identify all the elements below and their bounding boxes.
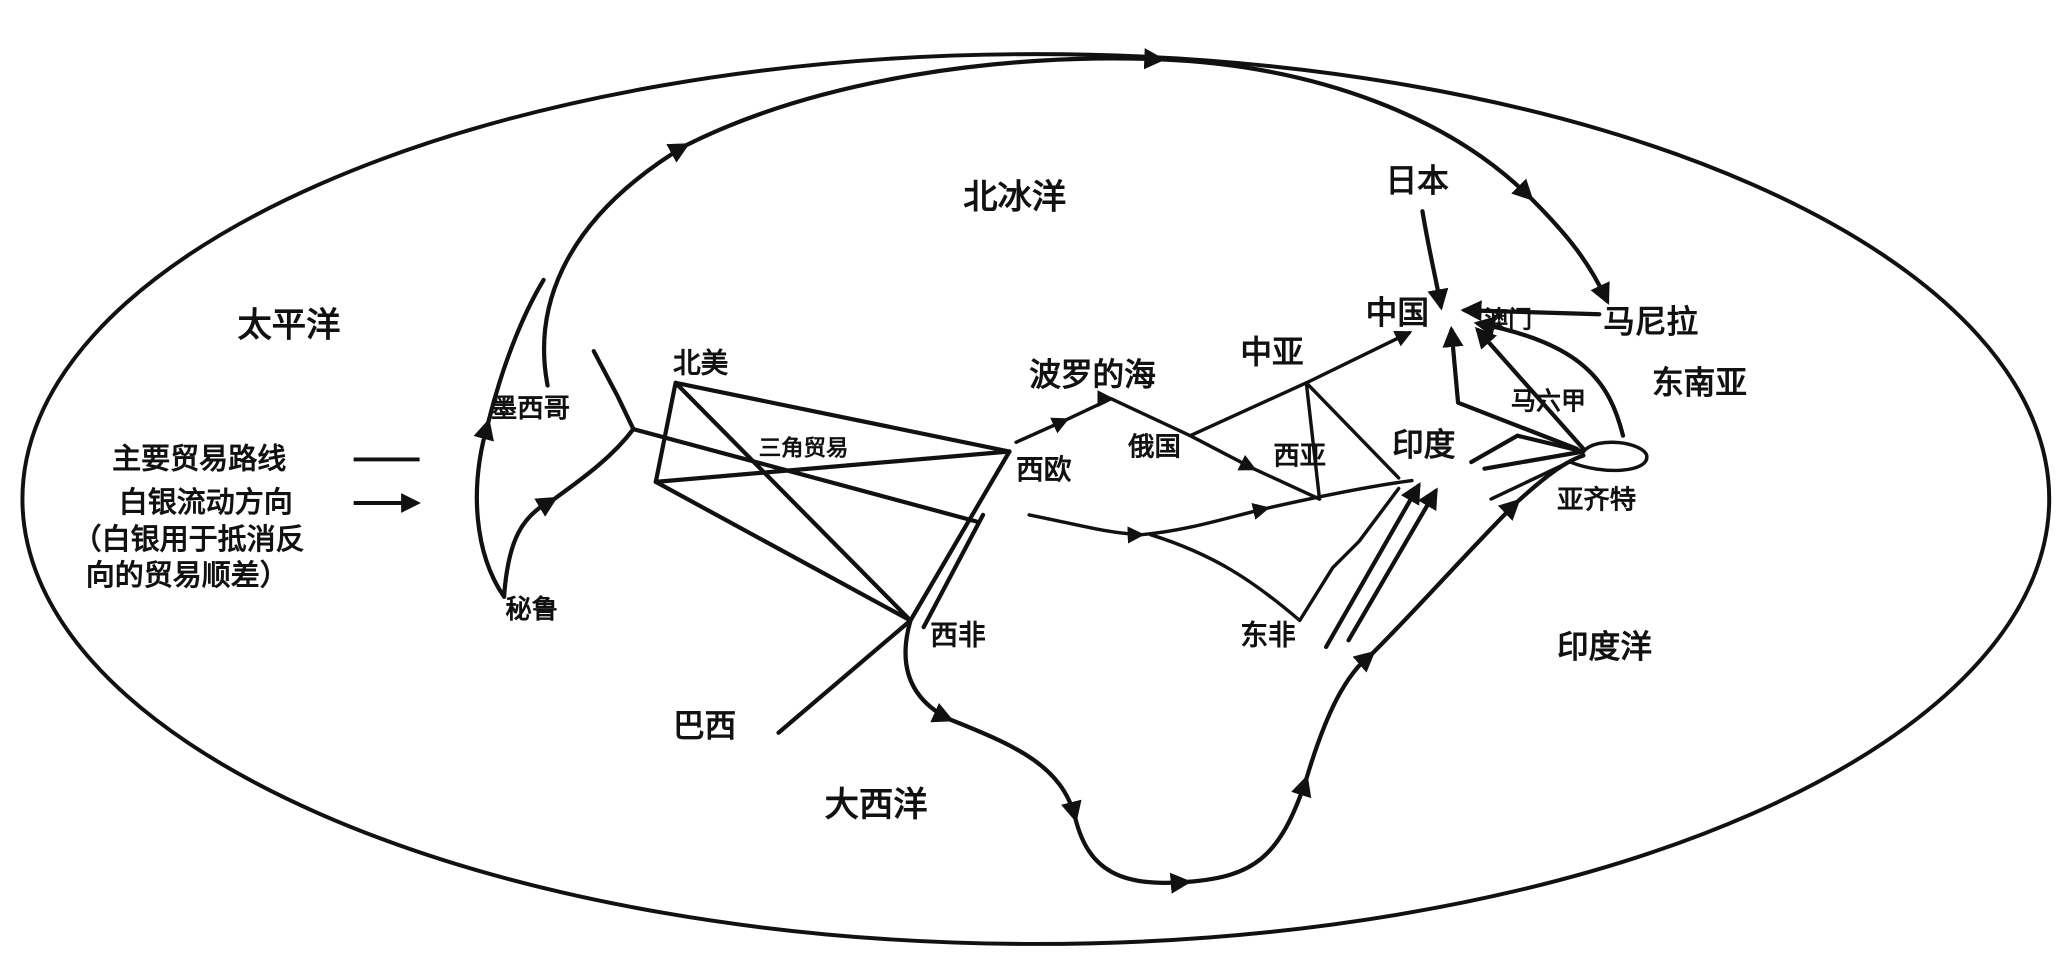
route-centralasia-india bbox=[1304, 381, 1401, 501]
label-aceh: 亚齐特 bbox=[1557, 484, 1636, 515]
route-mexico-junction bbox=[591, 349, 636, 432]
route-russia-centralasia bbox=[1188, 381, 1309, 438]
label-triangle-trade: 三角贸易 bbox=[759, 434, 849, 461]
route-russia-westasia bbox=[1188, 433, 1322, 501]
route-westeurope-baltic bbox=[1014, 390, 1192, 444]
label-russia: 俄国 bbox=[1127, 431, 1181, 462]
legend-silver-flow: 白银流动方向 bbox=[119, 485, 293, 519]
label-atlantic: 大西洋 bbox=[825, 785, 928, 825]
route-manila-china bbox=[1460, 300, 1602, 322]
label-brazil: 巴西 bbox=[673, 708, 736, 745]
route-mexico-manila bbox=[542, 48, 1610, 388]
route-cape-africa bbox=[903, 453, 1586, 894]
label-arctic: 北冰洋 bbox=[963, 178, 1066, 218]
route-malacca-china-arc bbox=[1473, 316, 1626, 438]
label-china: 中国 bbox=[1366, 294, 1429, 331]
southeast-asia-loop bbox=[1568, 440, 1649, 473]
label-indian: 印度洋 bbox=[1557, 628, 1652, 665]
route-centralasia-china bbox=[1304, 330, 1413, 385]
label-peru: 秘鲁 bbox=[505, 594, 558, 625]
route-eastafrica bbox=[1148, 486, 1401, 623]
label-west-africa: 西非 bbox=[930, 618, 986, 651]
label-mexico: 墨西哥 bbox=[491, 393, 570, 424]
label-pacific: 太平洋 bbox=[238, 306, 341, 346]
label-baltic: 波罗的海 bbox=[1029, 356, 1156, 393]
label-manila: 马尼拉 bbox=[1603, 304, 1698, 341]
label-india: 印度 bbox=[1392, 426, 1456, 463]
route-eastafrica-india bbox=[1324, 482, 1421, 650]
route-india-malacca bbox=[1469, 433, 1586, 471]
label-southeast-asia: 东南亚 bbox=[1652, 364, 1747, 401]
legend-note-1: （白银用于抵消反 bbox=[73, 522, 305, 556]
label-central-asia: 中亚 bbox=[1240, 334, 1303, 371]
route-europe-india-south bbox=[1027, 478, 1414, 544]
label-malacca: 马六甲 bbox=[1511, 385, 1586, 415]
label-japan: 日本 bbox=[1385, 162, 1449, 199]
route-japan-china bbox=[1420, 209, 1449, 311]
legend-note-2: 向的贸易顺差） bbox=[86, 558, 289, 592]
route-peru-junction bbox=[501, 426, 636, 599]
route-eastafrica-india-2 bbox=[1346, 487, 1438, 643]
legend: 主要贸易路线 白银流动方向 （白银用于抵消反 向的贸易顺差） bbox=[73, 442, 421, 592]
route-peru-mexico bbox=[473, 277, 546, 599]
route-aceh bbox=[1489, 463, 1566, 501]
legend-main-routes: 主要贸易路线 bbox=[112, 442, 286, 476]
route-malacca-china bbox=[1475, 326, 1586, 451]
route-india-china bbox=[1442, 325, 1579, 451]
label-east-africa: 东非 bbox=[1240, 618, 1296, 651]
label-west-europe: 西欧 bbox=[1016, 453, 1072, 486]
label-north-america: 北美 bbox=[673, 346, 729, 379]
label-west-asia: 西亚 bbox=[1273, 441, 1326, 472]
label-macau: 澳门 bbox=[1484, 305, 1532, 333]
